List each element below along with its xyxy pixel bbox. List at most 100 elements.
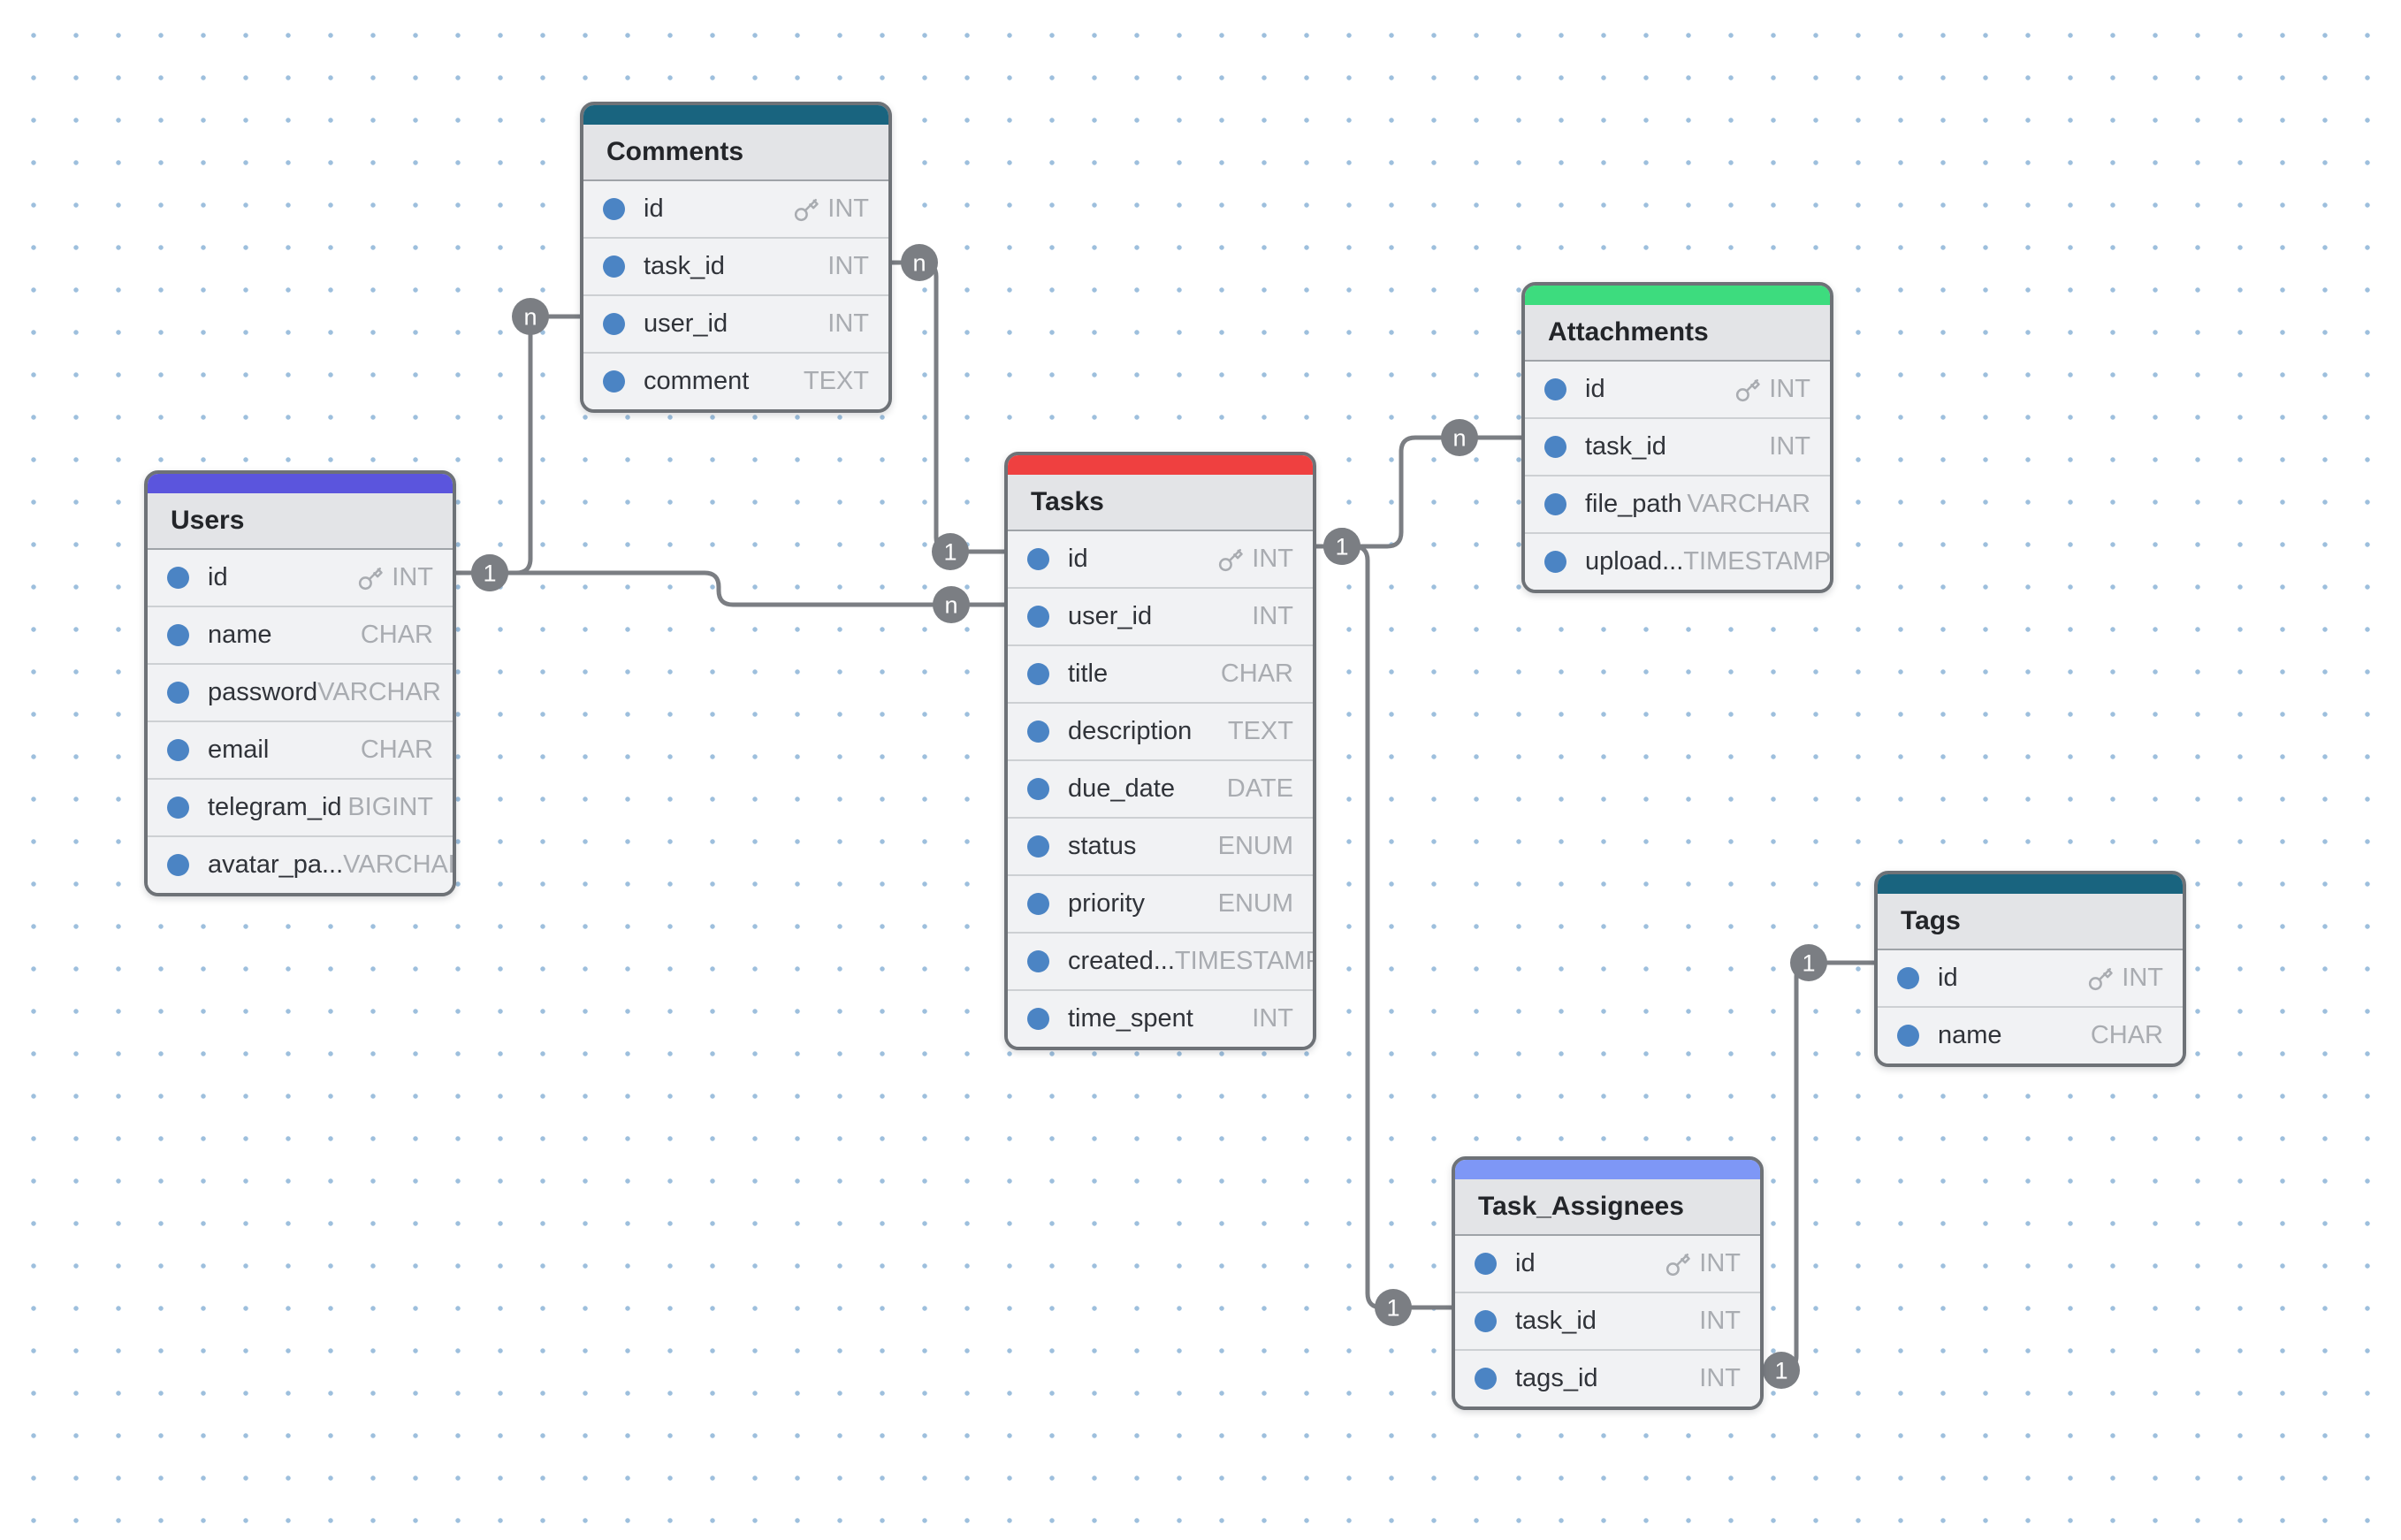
field-row-id[interactable]: id INT <box>148 550 453 606</box>
relationship-tags-task_assignees[interactable] <box>1765 960 1876 1373</box>
field-bullet-icon <box>1475 1310 1497 1332</box>
cardinality-badge-label: 1 <box>1802 950 1815 977</box>
field-type: INT <box>1252 602 1293 631</box>
field-type: INT <box>2087 964 2163 993</box>
relationship-tasks-task_assignees[interactable] <box>1316 544 1453 1310</box>
relationship-tasks-attachments[interactable] <box>1316 435 1523 549</box>
field-bullet-icon <box>1544 551 1566 573</box>
field-row-created[interactable]: created...TIMESTAMP <box>1008 932 1313 989</box>
table-color-strip <box>583 105 888 125</box>
field-bullet-icon <box>603 255 625 278</box>
field-name: description <box>1068 717 1193 745</box>
table-title: Attachments <box>1525 305 1830 362</box>
field-row-tags_id[interactable]: tags_id INT <box>1455 1349 1760 1407</box>
field-bullet-icon <box>1544 378 1566 400</box>
field-type-label: INT <box>2122 964 2163 992</box>
relationship-users-tasks[interactable] <box>452 570 1006 607</box>
primary-key-icon <box>2089 967 2114 990</box>
field-type-label: DATE <box>1226 774 1293 803</box>
field-row-id[interactable]: id INT <box>1878 950 2183 1006</box>
cardinality-badge-label: n <box>944 592 957 619</box>
field-name: task_id <box>644 252 725 280</box>
cardinality-badge: 1 <box>471 554 508 591</box>
field-type: TIMESTAMP <box>1683 547 1832 576</box>
field-row-comment[interactable]: comment TEXT <box>583 352 888 409</box>
field-type-label: VARCHAR <box>343 850 456 879</box>
field-type-label: INT <box>392 563 433 591</box>
field-bullet-icon <box>167 797 189 819</box>
relationship-users-comments[interactable] <box>452 314 582 576</box>
field-bullet-icon <box>167 682 189 704</box>
field-type-label: CHAR <box>360 736 433 764</box>
field-type-label: TIMESTAMP <box>1683 547 1832 576</box>
field-type-label: INT <box>1769 432 1810 461</box>
primary-key-icon <box>359 567 384 590</box>
field-bullet-icon <box>603 313 625 335</box>
field-type-label: INT <box>1769 375 1810 403</box>
field-type: INT <box>1252 1004 1293 1033</box>
field-type-label: ENUM <box>1217 832 1293 860</box>
field-type-label: INT <box>1699 1307 1741 1335</box>
relationship-tasks-comments[interactable] <box>892 260 1006 554</box>
cardinality-badge: n <box>1441 419 1478 456</box>
field-name: priority <box>1068 889 1146 918</box>
field-type: CHAR <box>361 736 433 765</box>
field-bullet-icon <box>167 739 189 761</box>
field-row-upload[interactable]: upload...TIMESTAMP <box>1525 532 1830 590</box>
cardinality-badge-label: n <box>912 250 926 277</box>
field-bullet-icon <box>1544 493 1566 515</box>
field-name: comment <box>644 367 750 395</box>
table-title: Comments <box>583 125 888 181</box>
field-bullet-icon <box>1897 967 1919 989</box>
field-type: INT <box>793 194 869 224</box>
field-type: ENUM <box>1218 832 1293 861</box>
primary-key-icon <box>1666 1253 1691 1276</box>
field-bullet-icon <box>1027 720 1049 743</box>
field-type-label: INT <box>1252 602 1293 630</box>
field-type: CHAR <box>1221 659 1293 689</box>
field-name: password <box>208 678 318 706</box>
table-color-strip <box>148 474 453 493</box>
field-row-avatar_pa[interactable]: avatar_pa...VARCHAR <box>148 835 453 893</box>
field-name: id <box>208 563 228 591</box>
field-name: id <box>1938 964 1958 992</box>
cardinality-badge-circle <box>1375 1289 1412 1326</box>
field-type: INT <box>1734 375 1810 404</box>
cardinality-badge-label: n <box>523 304 537 331</box>
field-type-label: INT <box>1699 1364 1741 1392</box>
field-name: tags_id <box>1515 1364 1598 1392</box>
field-bullet-icon <box>1027 548 1049 570</box>
cardinality-badge-circle <box>901 244 938 281</box>
field-type: INT <box>827 309 869 339</box>
field-type-label: TEXT <box>803 367 869 395</box>
